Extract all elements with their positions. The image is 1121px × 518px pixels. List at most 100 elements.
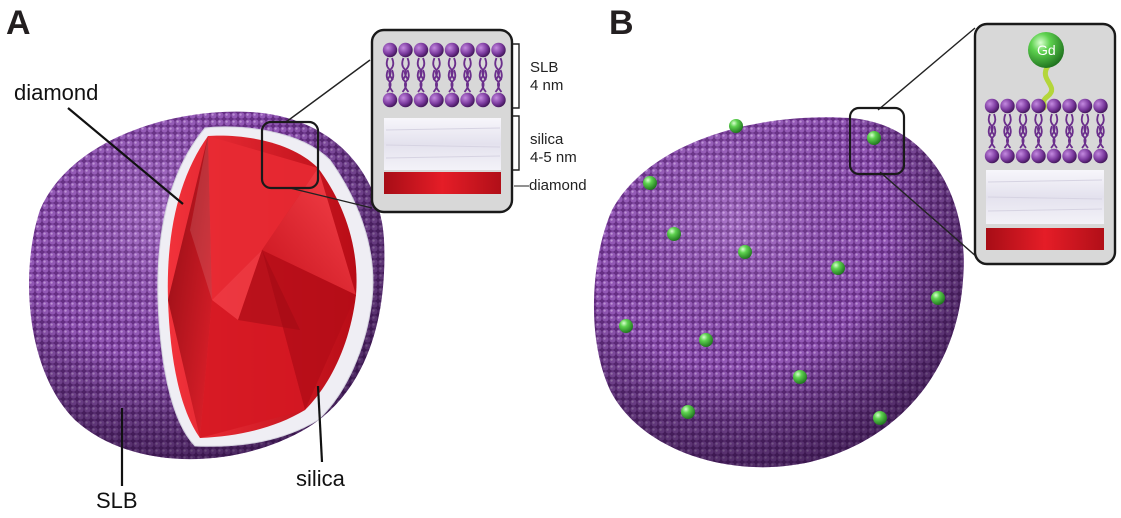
lipid-tail xyxy=(450,69,457,93)
lipid-tail xyxy=(404,69,410,93)
leader-diamond xyxy=(67,107,184,205)
lipid-head xyxy=(1000,98,1015,114)
gd-label: Gd xyxy=(1037,42,1056,58)
lipid-head xyxy=(1015,98,1031,114)
lipid-head xyxy=(984,98,1000,114)
lipid-head xyxy=(1093,148,1108,164)
lipid-tail xyxy=(1006,125,1012,149)
lipid-tail xyxy=(1068,113,1074,137)
lipid-head xyxy=(460,42,475,58)
lipid-tail xyxy=(497,69,503,93)
inset-silica-thickness: 4-5 nm xyxy=(530,149,577,166)
inset-a-bilayer xyxy=(382,42,506,108)
gd-particle xyxy=(867,131,881,145)
lipid-head xyxy=(398,92,413,108)
slb-bracket xyxy=(513,43,520,109)
lipid-tail xyxy=(419,69,426,93)
lipid-head xyxy=(491,92,506,108)
lipid-head xyxy=(1062,98,1077,114)
gd-particle xyxy=(793,370,807,384)
gd-particle xyxy=(699,333,713,347)
lipid-head xyxy=(1000,148,1015,164)
lipid-tail xyxy=(466,69,472,93)
lipid-tail xyxy=(497,57,503,81)
lipid-head xyxy=(1015,148,1031,164)
gd-tethered-ligand: Gd xyxy=(1028,32,1064,111)
gd-particle xyxy=(873,411,887,425)
lipid-tail xyxy=(990,125,997,149)
callout-diamond: diamond xyxy=(14,80,98,105)
lipid-head xyxy=(460,92,475,108)
lipid-tail xyxy=(419,57,426,81)
inset-a xyxy=(260,28,514,214)
inset-b-diamond-layer xyxy=(986,228,1104,250)
gd-particle xyxy=(931,291,945,305)
lipid-tail xyxy=(1052,125,1059,149)
lipid-head xyxy=(475,42,491,58)
lipid-head xyxy=(1046,98,1062,114)
gd-particle xyxy=(681,405,695,419)
inset-a-connector-top xyxy=(285,59,371,123)
callout-slb: SLB xyxy=(96,488,138,513)
lipid-tail xyxy=(388,57,395,81)
gd-particle xyxy=(738,245,752,259)
lipid-head xyxy=(1062,148,1077,164)
lipid-tail xyxy=(388,69,395,93)
lipid-tail xyxy=(1068,125,1074,149)
lipid-tail xyxy=(1021,113,1028,137)
lipid-head xyxy=(984,148,1000,164)
silica-bracket xyxy=(513,115,520,171)
lipid-head xyxy=(475,92,491,108)
callout-silica: silica xyxy=(296,466,346,491)
gd-particle xyxy=(729,119,743,133)
inset-b: Gd xyxy=(848,22,1117,266)
gd-particle xyxy=(619,319,633,333)
lipid-tail xyxy=(450,57,457,81)
lipid-tail xyxy=(1037,125,1043,149)
lipid-head xyxy=(444,92,460,108)
sphere-b xyxy=(593,117,964,468)
lipid-tail xyxy=(1006,113,1012,137)
panel-letter-b: B xyxy=(609,4,634,42)
inset-slb-thickness: 4 nm xyxy=(530,77,563,94)
lipid-tail xyxy=(435,57,441,81)
lipid-tail xyxy=(1083,125,1090,149)
lipid-tail xyxy=(1083,113,1090,137)
gd-particle xyxy=(667,227,681,241)
lipid-head xyxy=(1046,148,1062,164)
lipid-tail xyxy=(481,69,488,93)
inset-a-silica-layer xyxy=(384,118,501,170)
lipid-tail xyxy=(1037,113,1043,137)
inset-slb-label: SLB xyxy=(530,59,558,76)
lipid-head xyxy=(491,42,506,58)
lipid-tail xyxy=(435,69,441,93)
lipid-tail xyxy=(466,57,472,81)
gd-particle xyxy=(643,176,657,190)
panel-letter-a: A xyxy=(6,4,31,42)
panel-a-callouts: diamond SLB silica xyxy=(14,80,346,513)
lipid-tail xyxy=(1099,125,1105,149)
inset-a-focus-box xyxy=(260,120,320,190)
lipid-head xyxy=(1077,148,1093,164)
inset-silica-label: silica xyxy=(530,131,564,148)
inset-b-bilayer xyxy=(984,98,1108,164)
leader-silica xyxy=(316,385,324,463)
lipid-head xyxy=(1031,98,1046,114)
lipid-head xyxy=(429,92,444,108)
gd-particle xyxy=(831,261,845,275)
lipid-tail xyxy=(481,57,488,81)
inset-b-connector-bottom xyxy=(879,171,979,259)
inset-b-focus-box xyxy=(848,106,906,176)
lipid-head xyxy=(1031,148,1046,164)
lipid-head xyxy=(1093,98,1108,114)
inset-a-labels: SLB 4 nm silica 4-5 nm —diamond xyxy=(513,43,587,194)
gd-particles xyxy=(619,119,945,425)
lipid-head xyxy=(1077,98,1093,114)
lipid-tail xyxy=(1099,113,1105,137)
lipid-head xyxy=(398,42,413,58)
lipid-tail xyxy=(990,113,997,137)
lipid-head xyxy=(382,92,398,108)
lipid-head xyxy=(382,42,398,58)
inset-b-connector-top xyxy=(877,27,976,111)
